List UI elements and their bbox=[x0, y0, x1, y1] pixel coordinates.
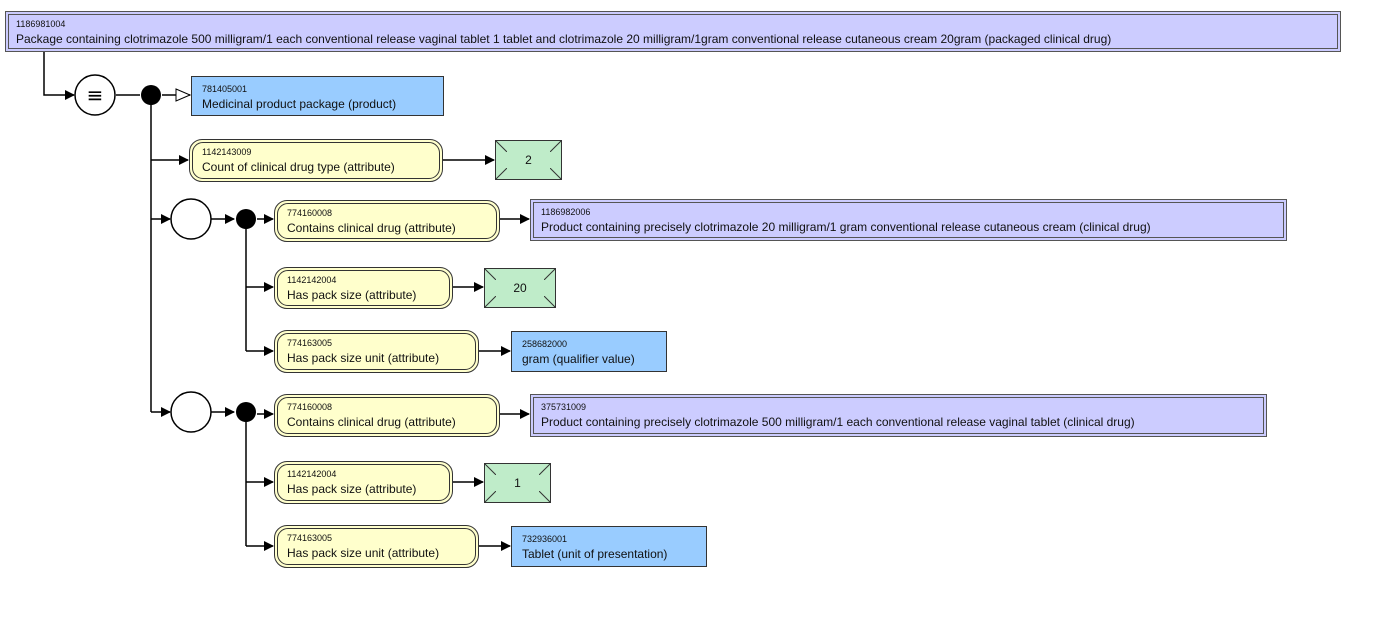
concept-term: Product containing precisely clotrimazol… bbox=[541, 220, 1151, 234]
conjunction-dot bbox=[141, 85, 161, 105]
focus-concept-term: Package containing clotrimazole 500 mill… bbox=[16, 32, 1112, 46]
group1-conjunction-dot bbox=[236, 209, 256, 229]
clinical-drug-vaginal-tablet[interactable]: 375731009 Product containing precisely c… bbox=[530, 394, 1267, 437]
definition-symbol: ≡ bbox=[87, 83, 104, 107]
concept-term: Product containing precisely clotrimazol… bbox=[541, 415, 1135, 429]
value-corner-notch bbox=[484, 491, 496, 503]
attribute-term: Contains clinical drug (attribute) bbox=[287, 415, 456, 429]
attribute-term: Has pack size (attribute) bbox=[287, 288, 417, 302]
concept-term: gram (qualifier value) bbox=[522, 352, 635, 366]
group2-conjunction-dot bbox=[236, 402, 256, 422]
attribute-code: 1142143009 bbox=[202, 147, 252, 157]
group2-circle bbox=[170, 391, 212, 433]
attribute-code: 1142142004 bbox=[287, 469, 337, 479]
attribute-term: Has pack size unit (attribute) bbox=[287, 546, 440, 560]
attribute-term: Has pack size (attribute) bbox=[287, 482, 417, 496]
unit-gram[interactable]: 258682000 gram (qualifier value) bbox=[511, 331, 667, 372]
focus-concept[interactable]: 1186981004 Package containing clotrimazo… bbox=[5, 11, 1341, 52]
concept-code: 375731009 bbox=[541, 402, 587, 412]
concept-code: 258682000 bbox=[522, 339, 568, 349]
attribute-contains-clinical-drug-2[interactable]: 774160008 Contains clinical drug (attrib… bbox=[274, 394, 500, 437]
concrete-value-pack-size-2[interactable]: 1 bbox=[484, 463, 551, 503]
attribute-code: 774160008 bbox=[287, 208, 333, 218]
definition-status-circle bbox=[74, 74, 116, 116]
attribute-term: Contains clinical drug (attribute) bbox=[287, 221, 456, 235]
concept-term: Tablet (unit of presentation) bbox=[522, 547, 668, 561]
value-corner-notch bbox=[484, 296, 496, 308]
parent-concept-term: Medicinal product package (product) bbox=[202, 97, 397, 111]
value-text: 20 bbox=[513, 281, 527, 295]
parent-concept-code: 781405001 bbox=[202, 84, 248, 94]
attribute-contains-clinical-drug-1[interactable]: 774160008 Contains clinical drug (attrib… bbox=[274, 200, 500, 242]
attribute-term: Count of clinical drug type (attribute) bbox=[202, 160, 395, 174]
value-corner-notch bbox=[539, 463, 551, 475]
connector-focus bbox=[43, 52, 75, 100]
value-corner-notch bbox=[544, 296, 556, 308]
value-corner-notch bbox=[539, 491, 551, 503]
attribute-term: Has pack size unit (attribute) bbox=[287, 351, 440, 365]
clinical-drug-cream[interactable]: 1186982006 Product containing precisely … bbox=[530, 199, 1287, 241]
value-corner-notch bbox=[495, 140, 507, 152]
value-text: 2 bbox=[525, 153, 532, 167]
unit-tablet[interactable]: 732936001 Tablet (unit of presentation) bbox=[511, 526, 707, 567]
parent-concept[interactable]: 781405001 Medicinal product package (pro… bbox=[191, 76, 444, 116]
value-corner-notch bbox=[550, 140, 562, 152]
value-corner-notch bbox=[495, 168, 507, 180]
concept-code: 1186982006 bbox=[541, 207, 591, 217]
value-corner-notch bbox=[550, 168, 562, 180]
concept-code: 732936001 bbox=[522, 534, 568, 544]
attribute-pack-size-unit-1[interactable]: 774163005 Has pack size unit (attribute) bbox=[274, 330, 479, 373]
value-corner-notch bbox=[484, 268, 496, 280]
attribute-code: 774163005 bbox=[287, 338, 333, 348]
focus-concept-code: 1186981004 bbox=[16, 19, 66, 29]
group1-circle bbox=[170, 198, 212, 240]
concrete-value-count[interactable]: 2 bbox=[495, 140, 562, 180]
attribute-pack-size-2[interactable]: 1142142004 Has pack size (attribute) bbox=[274, 461, 453, 504]
value-text: 1 bbox=[514, 476, 521, 490]
value-corner-notch bbox=[484, 463, 496, 475]
attribute-code: 1142142004 bbox=[287, 275, 337, 285]
attribute-count-of-drug-type[interactable]: 1142143009 Count of clinical drug type (… bbox=[189, 139, 443, 182]
concrete-value-pack-size-1[interactable]: 20 bbox=[484, 268, 556, 308]
attribute-pack-size-1[interactable]: 1142142004 Has pack size (attribute) bbox=[274, 267, 453, 309]
attribute-pack-size-unit-2[interactable]: 774163005 Has pack size unit (attribute) bbox=[274, 525, 479, 568]
attribute-code: 774160008 bbox=[287, 402, 333, 412]
value-corner-notch bbox=[544, 268, 556, 280]
attribute-code: 774163005 bbox=[287, 533, 333, 543]
